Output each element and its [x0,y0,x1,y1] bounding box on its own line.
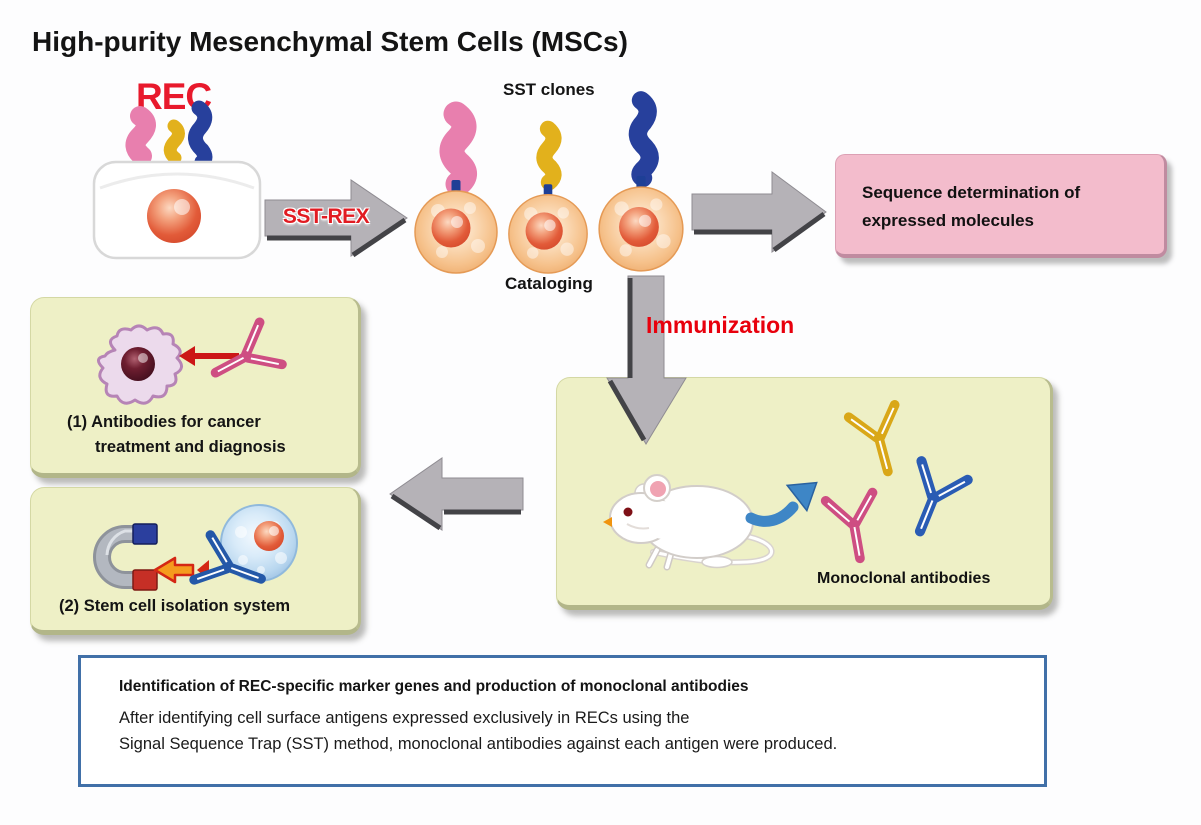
sst-clone-cell-yellow [508,120,588,274]
sequence-determination-box: Sequence determination of expressed mole… [835,154,1167,258]
cell-nucleus [525,212,563,250]
cancer-cell-nucleus [121,347,155,381]
summary-heading: Identification of REC-specific marker ge… [119,678,749,695]
immunization-label: Immunization [646,312,795,338]
sequence-box-line-2: expressed molecules [862,211,1034,230]
membrane-protein-blue-icon [628,91,659,188]
mouse-nose [603,517,612,527]
cell-nucleus [431,208,471,248]
summary-box: Identification of REC-specific marker ge… [78,655,1047,787]
cataloging-label: Cataloging [505,274,593,293]
sst-rex-arrow [264,179,408,258]
arrow-to-applications [389,457,524,531]
membrane-protein-yellow-icon [163,119,185,165]
targeting-arrow-icon [179,346,239,366]
application-1-line-2: treatment and diagnosis [95,438,286,456]
arrow-to-sequence-box [691,171,827,253]
stem-cell-nucleus [254,521,284,551]
sst-rex-label: SST-REX [282,205,370,228]
sst-clones-label: SST clones [503,80,595,99]
cell-nucleus [147,189,201,243]
page-title: High-purity Mesenchymal Stem Cells (MSCs… [32,26,628,57]
antibody-blue-icon [899,448,977,544]
antibody-pink-icon [815,476,889,568]
immunization-arrow [606,275,687,445]
application-box-isolation: (2) Stem cell isolation system [30,487,361,635]
application-box-cancer: (1) Antibodies for cancer treatment and … [30,297,361,478]
monoclonal-antibodies-caption: Monoclonal antibodies [817,570,991,587]
membrane-protein-blue-icon [188,100,213,170]
stem-cell-illustration [220,504,298,582]
membrane-protein-yellow-icon [536,120,562,191]
sequence-box-line-1: Sequence determination of [862,183,1081,202]
secretion-arrow-icon [745,481,818,527]
mouse-eye [623,507,633,517]
cancer-cell-illustration [97,324,183,405]
membrane-protein-pink-icon [439,101,477,197]
application-2-line-1: (2) Stem cell isolation system [59,597,291,615]
magnet-icon [93,523,158,591]
sst-clone-cell-blue [598,91,684,272]
sst-clone-cell-pink [414,101,498,274]
summary-body-line-2: Signal Sequence Trap (SST) method, monoc… [119,735,838,753]
cell-nucleus [619,207,659,247]
application-1-line-1: (1) Antibodies for cancer [67,413,261,431]
membrane-protein-pink-icon [125,106,156,166]
mouse-illustration [603,474,775,571]
rec-cell-illustration [92,100,262,260]
antibody-pink-icon [219,314,293,406]
summary-body-line-1: After identifying cell surface antigens … [119,709,690,727]
